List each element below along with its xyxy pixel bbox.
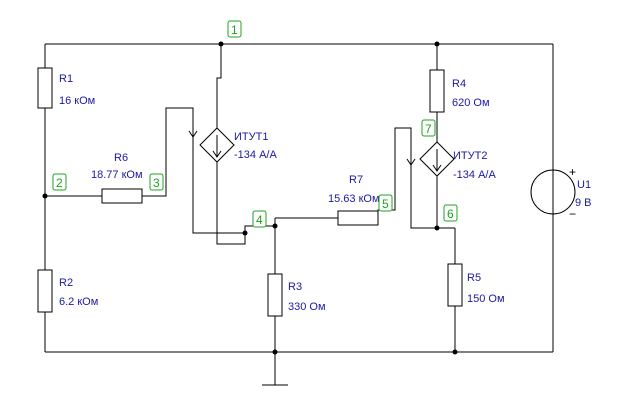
node-tag-7: 7 xyxy=(421,119,436,137)
node-2-label: 2 xyxy=(56,176,63,190)
r1-name: R1 xyxy=(59,73,73,85)
wire-r6-right xyxy=(142,107,245,234)
u1-plus-sign: + xyxy=(569,165,576,179)
junction-top-right xyxy=(434,41,440,47)
itut1-arrow xyxy=(212,135,222,158)
r2-name: R2 xyxy=(59,277,73,289)
voltage-source-u1 xyxy=(530,169,576,215)
node-tag-1: 1 xyxy=(227,20,242,38)
junction-ground xyxy=(272,349,278,355)
u1-name: U1 xyxy=(577,179,591,191)
junctions xyxy=(42,41,458,355)
r2-value: 6.2 кОм xyxy=(59,296,98,308)
wire-r7-right xyxy=(377,127,437,229)
resistor-r7 xyxy=(337,210,379,226)
itut2-value: -134 А/А xyxy=(453,169,496,181)
node-7-box xyxy=(421,119,436,137)
node-7-label: 7 xyxy=(425,122,432,136)
u1-value: 9 В xyxy=(575,197,592,209)
r6-name: R6 xyxy=(114,152,128,164)
node-tag-2: 2 xyxy=(52,173,67,191)
node-5-label: 5 xyxy=(382,197,389,211)
node-3-label: 3 xyxy=(153,176,160,190)
junction-node6 xyxy=(434,225,440,231)
wires xyxy=(44,43,554,386)
current-source-itut1 xyxy=(199,127,235,163)
junction-node4 xyxy=(242,230,248,236)
r5-name: R5 xyxy=(467,272,481,284)
node-4-label: 4 xyxy=(256,213,263,227)
resistor-r6 xyxy=(101,188,143,204)
node-5-box xyxy=(378,194,393,212)
wire-itut1-top xyxy=(216,44,222,128)
resistor-r4 xyxy=(429,69,445,113)
itut2-arrow xyxy=(432,149,442,172)
resistor-r1 xyxy=(37,67,53,109)
r3-value: 330 Ом xyxy=(288,301,326,313)
itut1-control-arrow xyxy=(188,118,198,138)
r1-value: 16 кОм xyxy=(59,95,95,107)
r4-value: 620 Ом xyxy=(452,97,490,109)
node-6-label: 6 xyxy=(447,207,454,221)
junction-bottom-right xyxy=(452,349,458,355)
junction-node2 xyxy=(42,193,48,199)
itut1-value: -134 А/А xyxy=(234,149,277,161)
r5-value: 150 Ом xyxy=(467,293,505,305)
itut1-name: ИТУТ1 xyxy=(234,131,268,143)
r3-name: R3 xyxy=(288,281,302,293)
r4-name: R4 xyxy=(452,78,466,90)
junction-node1 xyxy=(218,41,224,47)
resistor-r3 xyxy=(267,273,283,317)
node-3-box xyxy=(149,173,164,191)
node-1-box xyxy=(227,20,242,38)
node-tag-5: 5 xyxy=(378,194,393,212)
u1-minus-sign: − xyxy=(569,207,576,221)
node-tag-3: 3 xyxy=(149,173,164,191)
node-6-box xyxy=(443,204,458,222)
r7-name: R7 xyxy=(349,174,363,186)
node-2-box xyxy=(52,173,67,191)
node-4-box xyxy=(252,210,267,228)
node-tag-4: 4 xyxy=(252,210,267,228)
r6-value: 18.77 кОм xyxy=(91,169,143,181)
node-1-label: 1 xyxy=(231,23,238,37)
itut2-name: ИТУТ2 xyxy=(453,150,487,162)
junction-r3 xyxy=(272,223,278,229)
resistor-r2 xyxy=(37,269,53,313)
r7-value: 15.63 кОм xyxy=(328,193,380,205)
itut2-control-arrow xyxy=(406,146,416,166)
node-tag-6: 6 xyxy=(443,204,458,222)
current-source-itut2 xyxy=(419,141,455,177)
resistor-r5 xyxy=(447,263,463,307)
